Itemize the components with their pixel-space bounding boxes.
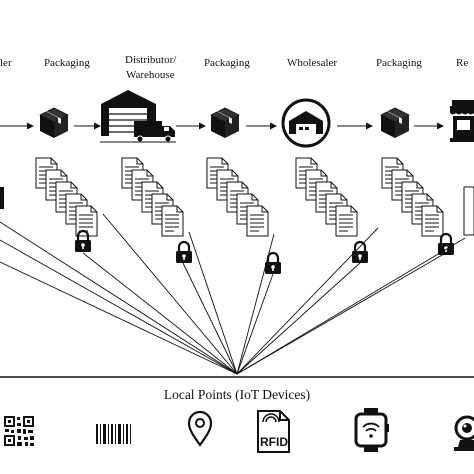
padlock-icon-partial bbox=[0, 187, 4, 209]
smartwatch-icon bbox=[354, 408, 389, 452]
stage-label-retailer: Re bbox=[456, 57, 468, 69]
stage-label-producer: ler bbox=[0, 57, 12, 69]
package-box-icon bbox=[380, 107, 410, 139]
padlock-icon bbox=[174, 240, 194, 265]
padlock-icon bbox=[436, 232, 456, 257]
rfid-tag-icon: RFID bbox=[257, 410, 290, 453]
document-stack-icon bbox=[36, 158, 97, 236]
local-points-panel bbox=[0, 376, 474, 474]
connection-line bbox=[0, 239, 238, 375]
package-box-icon bbox=[210, 107, 240, 139]
connection-line bbox=[0, 221, 238, 375]
qr-code-icon bbox=[4, 416, 34, 446]
stage-label-packaging-1: Packaging bbox=[44, 57, 90, 69]
connection-line bbox=[236, 237, 466, 375]
connection-line bbox=[236, 253, 445, 375]
connection-line bbox=[182, 262, 238, 375]
connection-line bbox=[82, 252, 238, 375]
connection-line bbox=[188, 231, 238, 375]
connection-line bbox=[236, 262, 361, 375]
retail-store-icon bbox=[450, 100, 474, 142]
wholesaler-warehouse-icon bbox=[281, 98, 331, 148]
stage-label-wholesaler: Wholesaler bbox=[287, 57, 337, 69]
connection-lines bbox=[0, 213, 466, 375]
webcam-icon bbox=[454, 415, 474, 451]
package-box-icon bbox=[39, 107, 69, 139]
document-stack-icon bbox=[207, 158, 268, 236]
stage-label-distributor: Distributor/ bbox=[125, 54, 177, 66]
document-stack-icon bbox=[382, 158, 443, 236]
connection-line bbox=[236, 233, 275, 375]
local-points-title: Local Points (IoT Devices) bbox=[164, 387, 310, 402]
connection-line bbox=[102, 213, 238, 375]
document-stack-icon bbox=[122, 158, 183, 236]
connection-line bbox=[0, 261, 238, 375]
stage-label-warehouse: Warehouse bbox=[126, 69, 175, 81]
barcode-icon bbox=[96, 424, 131, 444]
document-stack-icon bbox=[296, 158, 357, 236]
location-pin-icon bbox=[187, 410, 213, 447]
warehouse-truck-icon bbox=[100, 90, 176, 143]
padlock-icon bbox=[263, 251, 283, 276]
connection-line bbox=[236, 273, 274, 375]
stage-label-packaging-3: Packaging bbox=[376, 57, 422, 69]
rfid-label: RFID bbox=[260, 435, 288, 449]
stage-label-packaging-2: Packaging bbox=[204, 57, 250, 69]
document-stack-partial bbox=[463, 186, 474, 236]
connection-line bbox=[236, 227, 379, 375]
